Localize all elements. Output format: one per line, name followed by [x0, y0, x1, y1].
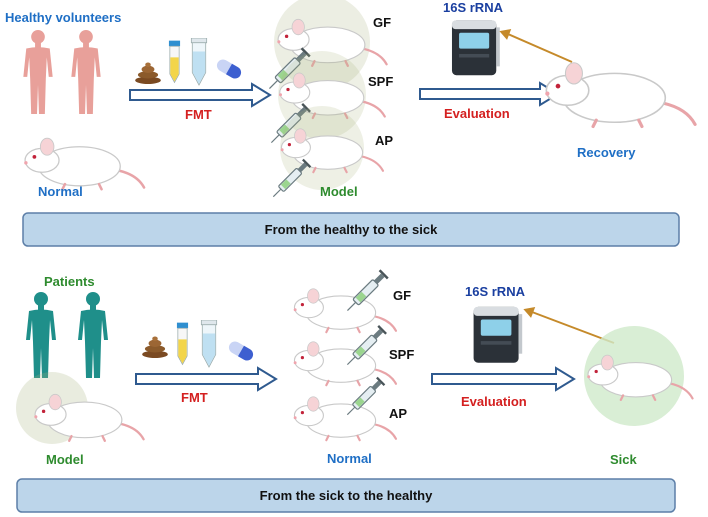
- sample-arrow: [531, 311, 615, 344]
- evaluation-label: Evaluation: [444, 106, 510, 121]
- banner-text: From the healthy to the sick: [265, 222, 438, 237]
- capsule-icon: [226, 340, 256, 362]
- tube-icon: [190, 38, 208, 86]
- person-icon: [71, 29, 101, 115]
- panel-top: Healthy volunteers Normal FMT GF SPF AP …: [5, 0, 697, 247]
- person-icon: [23, 29, 53, 115]
- mouse-icon: [22, 136, 146, 191]
- summary-banner: [16, 478, 676, 513]
- fmt-arrow: [135, 366, 278, 392]
- tube-icon: [168, 40, 181, 83]
- source-subject-label: Model: [46, 452, 84, 467]
- stool-icon: [135, 62, 161, 84]
- source-label: Patients: [44, 274, 95, 289]
- sequencer-icon: [451, 20, 500, 76]
- tube-icon: [176, 322, 189, 365]
- mouse-icon: [292, 287, 398, 334]
- outcome-label: Recovery: [577, 145, 636, 160]
- assay-label: 16S rRNA: [443, 0, 504, 15]
- transfer-label: FMT: [185, 107, 212, 122]
- tube-icon: [200, 320, 218, 368]
- assay-label: 16S rRNA: [465, 284, 526, 299]
- fmt-arrow: [129, 82, 272, 108]
- recipient-ap-label: AP: [375, 133, 393, 148]
- recipients-group-label: Normal: [327, 451, 372, 466]
- summary-banner: [22, 212, 680, 247]
- panel-bottom: Patients Model FMT GF SPF AP Normal Eval…: [16, 268, 694, 513]
- recipient-ap-label: AP: [389, 406, 407, 421]
- evaluation-label: Evaluation: [461, 394, 527, 409]
- stool-icon: [142, 336, 168, 358]
- mouse-icon: [292, 395, 398, 442]
- mouse-icon: [292, 340, 398, 387]
- person-icon: [26, 292, 56, 378]
- transfer-label: FMT: [181, 390, 208, 405]
- banner-text: From the sick to the healthy: [260, 488, 433, 503]
- recipient-spf-label: SPF: [368, 74, 393, 89]
- sample-arrow: [507, 33, 573, 63]
- sequencer-icon: [473, 306, 523, 363]
- recipient-gf-label: GF: [393, 288, 411, 303]
- capsule-icon: [214, 58, 244, 80]
- mouse-icon: [543, 61, 697, 129]
- recipients-group-label: Model: [320, 184, 358, 199]
- person-icon: [78, 292, 108, 378]
- source-subject-label: Normal: [38, 184, 83, 199]
- recipient-spf-label: SPF: [389, 347, 414, 362]
- recipient-gf-label: GF: [373, 15, 391, 30]
- outcome-label: Sick: [610, 452, 638, 467]
- source-label: Healthy volunteers: [5, 10, 121, 25]
- evaluation-arrow: [419, 81, 560, 107]
- evaluation-arrow: [431, 366, 576, 392]
